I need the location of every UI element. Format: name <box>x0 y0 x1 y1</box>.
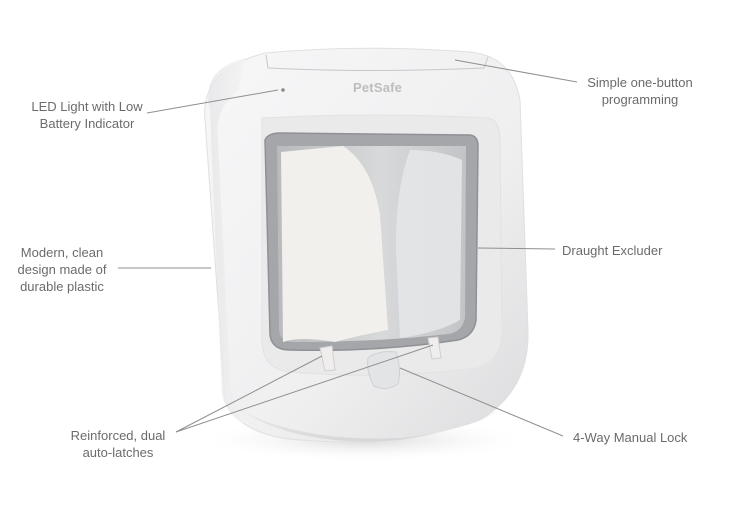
callout-line-button <box>454 59 578 83</box>
callout-design: Modern, clean design made of durable pla… <box>17 245 107 294</box>
callout-latches: Reinforced, dual auto-latches <box>70 428 166 460</box>
led-light <box>281 88 285 92</box>
latch-right <box>427 336 442 360</box>
callout-line-led <box>146 89 279 114</box>
callout-line-draught <box>477 247 556 250</box>
latch-left <box>319 345 336 372</box>
bottom-lip <box>240 408 500 442</box>
callout-lock: 4-Way Manual Lock <box>573 430 688 445</box>
callout-line-lock <box>399 367 564 437</box>
callout-draught: Draught Excluder <box>562 243 663 258</box>
brand-logo: PetSafe <box>353 80 403 95</box>
programming-button <box>265 54 489 71</box>
tunnel-wall <box>395 150 462 338</box>
callout-button: Simple one-button programming <box>587 75 693 107</box>
callout-led: LED Light with Low Battery Indicator <box>31 99 143 131</box>
tunnel-panel <box>281 146 388 342</box>
flap-side <box>208 58 250 425</box>
callout-line-latch-right <box>175 344 434 433</box>
manual-lock-knob <box>367 351 401 390</box>
callout-line-latch-left <box>175 355 323 433</box>
